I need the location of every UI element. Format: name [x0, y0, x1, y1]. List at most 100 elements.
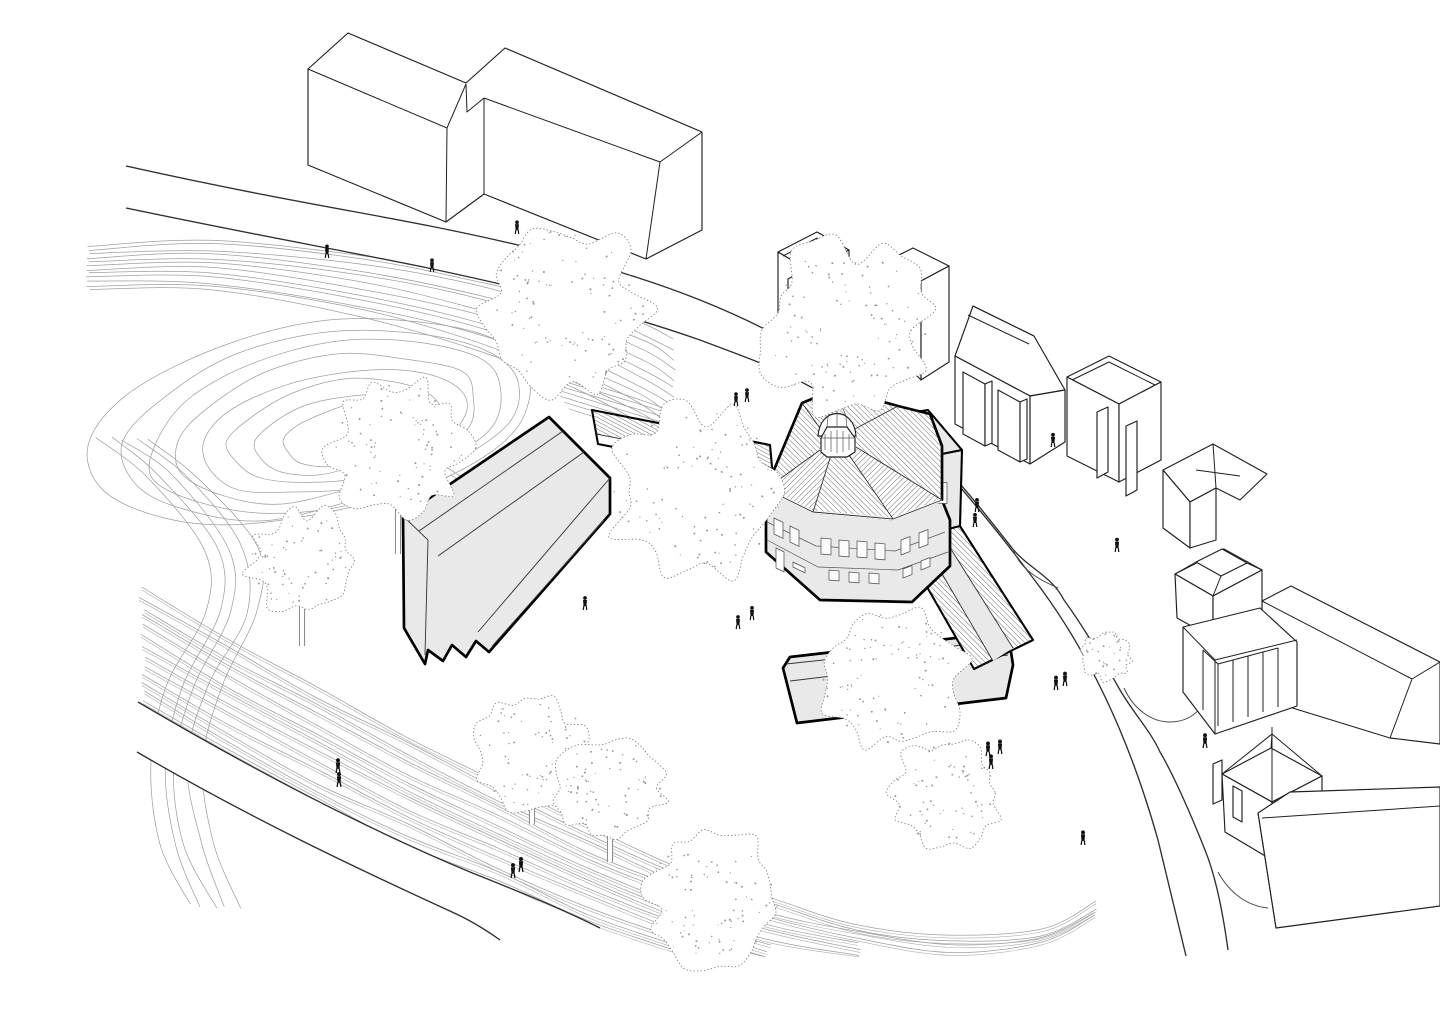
person-figure: [1062, 671, 1068, 687]
house-2-right-wall: [1029, 389, 1066, 465]
tree-foliage-dot: [388, 385, 390, 387]
tree-foliage-dot: [500, 712, 503, 714]
tree-foliage-dot: [933, 759, 935, 761]
corridor-south-roof-right: [929, 509, 1033, 648]
tree-foliage-dot: [536, 777, 539, 779]
tree-foliage-dot: [721, 471, 723, 473]
tree-foliage-dot: [939, 644, 941, 647]
tree-foliage-dot: [359, 432, 362, 435]
tree-foliage-dot: [270, 598, 273, 600]
tree-foliage-dot: [608, 805, 610, 807]
house-2-gabled: [954, 305, 1066, 465]
contour-line: [89, 258, 675, 382]
tree-foliage-dot: [574, 717, 577, 720]
tree-foliage-dot: [854, 634, 857, 637]
tree-foliage-dot: [306, 527, 309, 530]
tree-foliage-dot: [730, 475, 733, 478]
tree-foliage-dot: [774, 907, 777, 910]
tree-foliage-dot: [574, 234, 576, 236]
tree-foliage-dot: [368, 467, 371, 469]
tree-foliage-dot: [298, 599, 301, 602]
tree-canopy: [820, 606, 973, 751]
tree-foliage-dot: [920, 694, 922, 697]
tree-foliage-dot: [1116, 641, 1118, 643]
tree-foliage-dot: [981, 804, 983, 806]
tree-foliage-dot: [650, 424, 653, 427]
cupola-drum: [820, 426, 856, 458]
tree-foliage-dot: [846, 360, 848, 363]
tree-foliage-dot: [770, 883, 773, 886]
tree-foliage-dot: [953, 766, 955, 768]
tree-foliage-dot: [1085, 649, 1088, 651]
tree-foliage-dot: [925, 622, 928, 625]
pavilion-window: [848, 571, 860, 584]
tree-foliage-dot: [427, 441, 430, 444]
tree-foliage-dot: [288, 578, 290, 580]
house-2-bay-window-2: [997, 389, 1021, 463]
tree-foliage-dot: [846, 688, 849, 691]
tree-foliage-dot: [608, 353, 610, 356]
tree-foliage-dot: [948, 765, 950, 768]
tree-foliage-dot: [429, 469, 431, 471]
tree-foliage-dot: [841, 273, 843, 276]
tree-foliage-dot: [864, 362, 866, 364]
tree-foliage-dot: [642, 305, 645, 308]
west-wing-end-fold: [402, 515, 429, 656]
tree-foliage-dot: [373, 494, 375, 497]
tree-foliage-dot: [424, 448, 427, 450]
tree-foliage-dot: [813, 373, 815, 376]
tree-foliage-dot: [320, 549, 323, 552]
tree-foliage-dot: [835, 299, 838, 302]
tree-foliage-dot: [423, 463, 425, 465]
person-figure: [733, 392, 739, 407]
tree-foliage-dot: [261, 571, 263, 573]
tree-foliage-dot: [706, 865, 708, 868]
house-6-door: [1232, 785, 1243, 823]
tree-foliage-dot: [826, 399, 828, 401]
tree-foliage-dot: [700, 430, 702, 433]
tree-foliage-dot: [565, 737, 568, 740]
tree-foliage-dot: [460, 454, 463, 456]
tree-foliage-dot: [741, 910, 744, 912]
tree-foliage-dot: [857, 714, 859, 717]
tree-foliage-dot: [608, 294, 611, 297]
tree-foliage-dot: [928, 750, 931, 753]
tree-foliage-dot: [908, 646, 910, 649]
tree-foliage-dot: [621, 516, 623, 519]
tree-foliage-dot: [572, 343, 574, 346]
tree-foliage-dot: [348, 440, 350, 443]
tree-foliage-dot: [887, 285, 890, 288]
tree-foliage-dot: [517, 256, 520, 259]
tree-foliage-dot: [1103, 663, 1105, 665]
tree-foliage-dot: [891, 309, 894, 312]
tree-foliage-dot: [696, 457, 699, 460]
tree-foliage-dot: [585, 800, 588, 803]
tree-foliage-dot: [431, 449, 433, 451]
tree-foliage-dot: [749, 439, 751, 441]
tree-foliage-dot: [611, 287, 614, 290]
contour-line: [147, 438, 265, 909]
tree-foliage-dot: [684, 930, 686, 932]
tree-foliage-dot: [718, 511, 721, 514]
tree-foliage-dot: [924, 669, 927, 672]
tree-canopy: [321, 376, 477, 521]
tree-foliage-dot: [707, 456, 709, 459]
tree-foliage-dot: [939, 813, 941, 815]
tree-foliage-dot: [735, 514, 737, 516]
person-figure: [1080, 830, 1086, 846]
tree-foliage-dot: [600, 748, 603, 751]
tree-foliage-dot: [1092, 648, 1094, 650]
tree-foliage-dot: [885, 323, 887, 325]
tree-foliage-dot: [603, 277, 606, 280]
tree-foliage-dot: [1120, 646, 1122, 649]
tree-foliage-dot: [590, 761, 593, 764]
tree-foliage-dot: [583, 740, 586, 743]
tree-foliage-dot: [682, 461, 685, 463]
tree-foliage-dot: [898, 625, 901, 628]
tree-foliage-dot: [706, 457, 709, 460]
tree-foliage-dot: [661, 498, 663, 501]
tree-foliage-dot: [421, 419, 424, 422]
tree-foliage-dot: [649, 531, 651, 533]
tree-foliage-dot: [942, 810, 944, 812]
tree-foliage-dot: [585, 819, 588, 821]
